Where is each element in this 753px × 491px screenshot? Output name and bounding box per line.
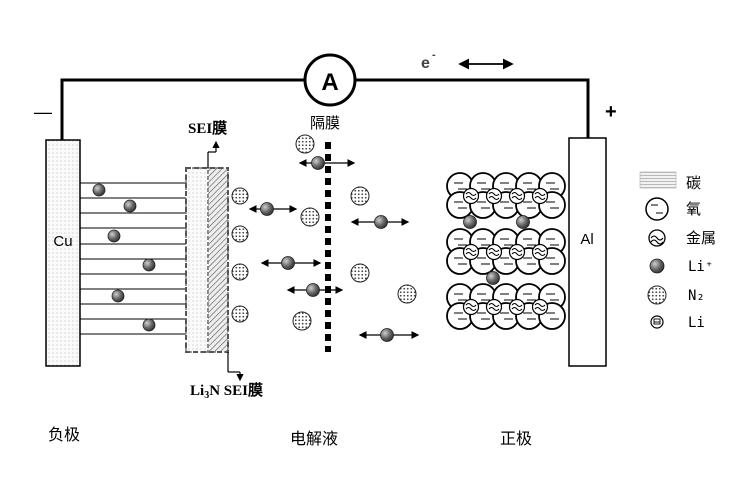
n2-molecule <box>350 186 370 206</box>
electron-label: e <box>421 55 430 72</box>
mobile-li-ion <box>286 283 344 297</box>
n2-molecule <box>231 305 249 323</box>
metal-particle <box>462 243 480 261</box>
electrolyte-label: 电解液 <box>290 430 338 448</box>
li-ion <box>463 215 477 229</box>
metal-particle <box>462 187 480 205</box>
cathode-electrode: Al <box>568 137 607 367</box>
n2-molecule <box>231 225 249 243</box>
li-ion <box>516 215 530 229</box>
negative-sign: — <box>34 102 52 122</box>
metal-particle <box>531 298 549 316</box>
li-ion <box>107 229 121 243</box>
n2-swatch-icon <box>647 285 667 305</box>
sei-bottom-subscript: 3 <box>204 390 209 401</box>
cathode-particles <box>446 172 566 330</box>
n2-molecule <box>231 263 249 281</box>
mobile-li-ion <box>260 256 322 270</box>
sei-bottom-annotation: Li3N SEI膜 <box>190 352 263 401</box>
li-ion <box>142 318 156 332</box>
legend-label: Li <box>688 315 705 331</box>
legend-item-carbon: 碳 <box>639 171 701 192</box>
metal-particle <box>462 298 480 316</box>
ammeter-icon <box>303 53 357 107</box>
sei-top-label: SEI膜 <box>188 119 227 137</box>
legend-item-n2: N₂ <box>647 285 705 305</box>
anode-electrode: Cu <box>45 139 81 367</box>
li-ion-swatch-icon <box>649 258 665 274</box>
sei-layer <box>185 167 229 353</box>
sei-bottom-suffix: N SEI膜 <box>209 381 263 399</box>
mobile-li-ion <box>350 215 410 229</box>
legend-item-li-ion: Li⁺ <box>649 258 713 275</box>
metal-particle <box>531 187 549 205</box>
mobile-li-ion <box>358 328 420 342</box>
mobile-li-ion <box>298 156 356 170</box>
metal-particle <box>485 298 503 316</box>
separator-label: 隔膜 <box>310 115 340 132</box>
surface-n2-molecules <box>231 187 249 323</box>
legend-label: 金属 <box>686 230 716 247</box>
carbon-swatch-icon <box>639 171 677 189</box>
sei-bottom-prefix: Li <box>190 383 204 399</box>
electrolyte-n2-molecules <box>292 134 417 331</box>
metal-particle <box>531 243 549 261</box>
legend-label: 碳 <box>686 175 701 192</box>
sei-top-annotation: SEI膜 <box>188 119 227 168</box>
li-ion <box>92 183 106 197</box>
li-ion <box>123 199 137 213</box>
li-ion <box>486 271 500 285</box>
legend: 碳 氧 金属 Li⁺ N₂ Li <box>639 171 716 331</box>
svg-text:Li3N SEI膜: Li3N SEI膜 <box>190 381 263 401</box>
oxygen-swatch-icon <box>645 197 669 221</box>
n2-molecule <box>350 263 370 283</box>
anode-label: Cu <box>53 233 72 250</box>
ammeter-label: A <box>321 69 338 96</box>
legend-item-li: Li <box>650 315 705 331</box>
n2-molecule <box>292 311 312 331</box>
region-labels: 负极 电解液 正极 <box>48 426 532 448</box>
cathode-label: Al <box>580 231 593 248</box>
external-circuit: A e - — + <box>34 49 617 140</box>
metal-particle <box>485 187 503 205</box>
n2-molecule <box>295 134 315 154</box>
mobile-li-ion <box>248 202 298 216</box>
n2-molecule <box>397 284 417 304</box>
metal-particle <box>508 243 526 261</box>
legend-label: N₂ <box>688 288 705 304</box>
electron-superscript: - <box>432 49 436 61</box>
n2-molecule <box>300 207 320 227</box>
positive-electrode-label: 正极 <box>500 430 532 448</box>
separator: 隔膜 <box>310 115 340 352</box>
metal-particle <box>485 243 503 261</box>
legend-label: 氧 <box>686 201 701 218</box>
legend-item-metal: 金属 <box>648 229 716 247</box>
legend-label: Li⁺ <box>688 259 713 275</box>
li-ion <box>111 289 125 303</box>
metal-particle <box>508 187 526 205</box>
cathode-li-ions <box>463 215 530 285</box>
n2-molecule <box>231 187 249 205</box>
intercalated-li-ions <box>92 183 156 332</box>
metal-particle <box>508 298 526 316</box>
legend-item-oxygen: 氧 <box>645 197 701 221</box>
li-ion <box>142 258 156 272</box>
graphite-layers <box>80 182 186 335</box>
positive-sign: + <box>605 101 617 123</box>
negative-electrode-label: 负极 <box>48 426 80 444</box>
electrolyte-li-ions <box>248 156 420 342</box>
